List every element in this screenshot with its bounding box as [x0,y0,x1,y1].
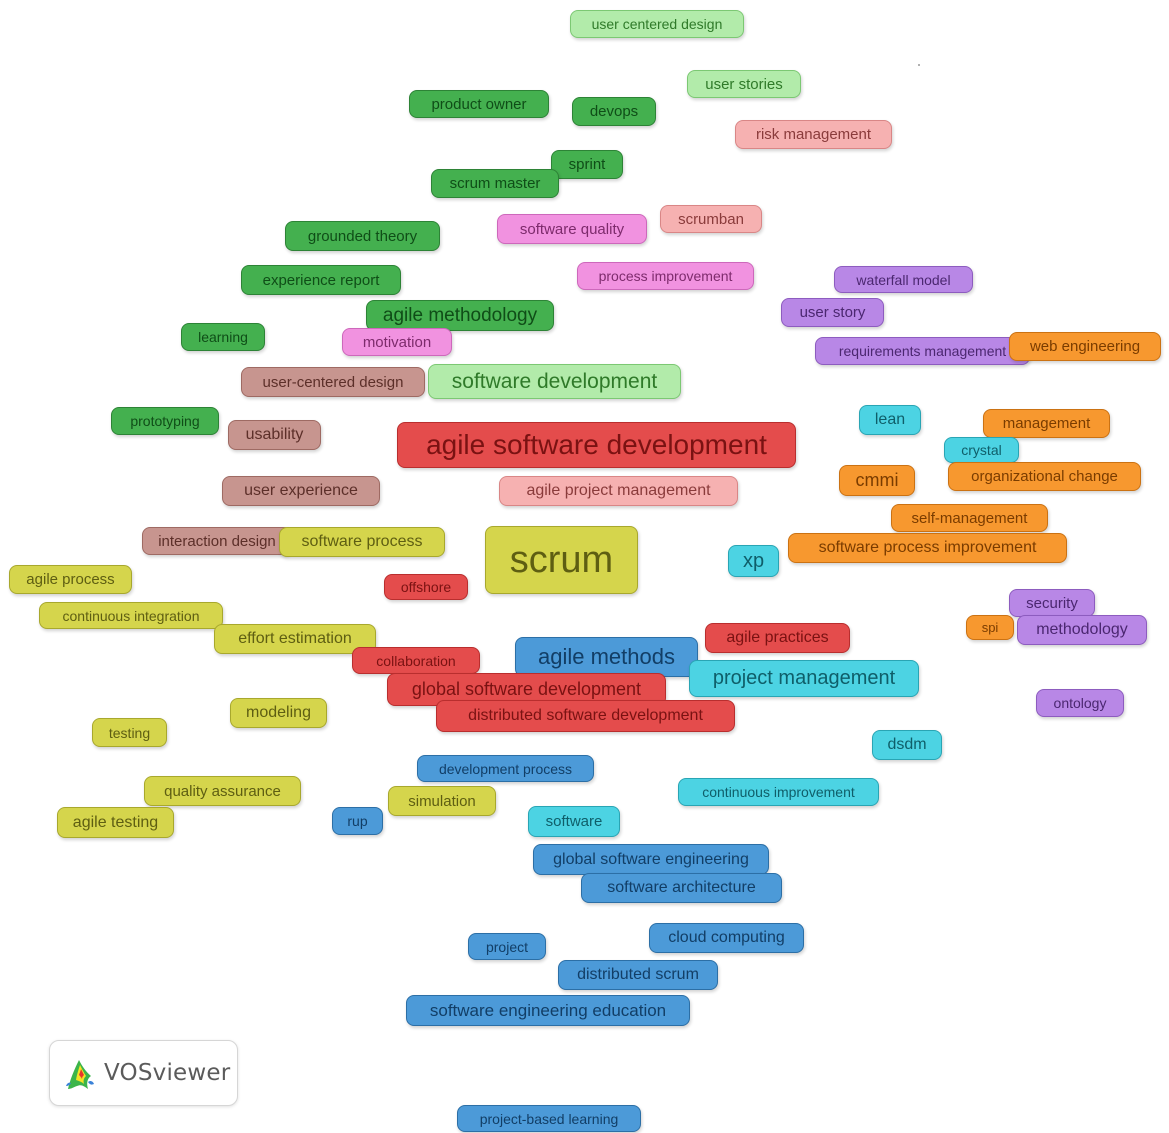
keyword-label-distributed-software-development[interactable]: distributed software development [436,700,735,732]
keyword-label-security[interactable]: security [1009,589,1095,617]
keyword-label-testing[interactable]: testing [92,718,167,747]
keyword-label-methodology[interactable]: methodology [1017,615,1147,645]
keyword-label-spi[interactable]: spi [966,615,1014,640]
keyword-label-sprint[interactable]: sprint [551,150,623,179]
keyword-label-development-process[interactable]: development process [417,755,594,782]
keyword-label-software-development[interactable]: software development [428,364,681,399]
keyword-label-user-stories[interactable]: user stories [687,70,801,98]
keyword-label-waterfall-model[interactable]: waterfall model [834,266,973,293]
keyword-label-user-centered-design[interactable]: user centered design [570,10,744,38]
keyword-label-experience-report[interactable]: experience report [241,265,401,295]
keyword-label-scrum-master[interactable]: scrum master [431,169,559,198]
keyword-label-lean[interactable]: lean [859,405,921,435]
keyword-label-continuous-improvement[interactable]: continuous improvement [678,778,879,806]
keyword-label-requirements-management[interactable]: requirements management [815,337,1030,365]
keyword-label-agile-methods[interactable]: agile methods [515,637,698,677]
keyword-label-software-process[interactable]: software process [279,527,445,557]
vosviewer-logo-icon [66,1060,94,1089]
keyword-label-agile-project-management[interactable]: agile project management [499,476,738,506]
keyword-label-scrum[interactable]: scrum [485,526,638,594]
keyword-label-cloud-computing[interactable]: cloud computing [649,923,804,953]
keyword-label-rup[interactable]: rup [332,807,383,835]
stray-dot [918,64,920,66]
keyword-label-simulation[interactable]: simulation [388,786,496,816]
keyword-label-agile-methodology[interactable]: agile methodology [366,300,554,331]
keyword-label-agile-testing[interactable]: agile testing [57,807,174,838]
vosviewer-logo-badge: VOSviewer [49,1040,238,1106]
keyword-label-user-story[interactable]: user story [781,298,884,327]
keyword-label-software-process-improvement[interactable]: software process improvement [788,533,1067,563]
keyword-label-software-quality[interactable]: software quality [497,214,647,244]
keyword-label-agile-process[interactable]: agile process [9,565,132,594]
keyword-label-software-architecture[interactable]: software architecture [581,873,782,903]
keyword-label-agile-software-development[interactable]: agile software development [397,422,796,468]
keyword-label-management[interactable]: management [983,409,1110,438]
keyword-label-interaction-design[interactable]: interaction design [142,527,292,555]
keyword-label-distributed-scrum[interactable]: distributed scrum [558,960,718,990]
keyword-label-grounded-theory[interactable]: grounded theory [285,221,440,251]
keyword-label-software[interactable]: software [528,806,620,837]
keyword-label-risk-management[interactable]: risk management [735,120,892,149]
keyword-label-learning[interactable]: learning [181,323,265,351]
keyword-label-xp[interactable]: xp [728,545,779,577]
keyword-label-web-engineering[interactable]: web engineering [1009,332,1161,361]
keyword-label-crystal[interactable]: crystal [944,437,1019,463]
keyword-label-organizational-change[interactable]: organizational change [948,462,1141,491]
keyword-label-scrumban[interactable]: scrumban [660,205,762,233]
keyword-label-dsdm[interactable]: dsdm [872,730,942,760]
keyword-label-devops[interactable]: devops [572,97,656,126]
keyword-label-collaboration[interactable]: collaboration [352,647,480,674]
keyword-label-effort-estimation[interactable]: effort estimation [214,624,376,654]
keyword-label-usability[interactable]: usability [228,420,321,450]
keyword-label-cmmi[interactable]: cmmi [839,465,915,496]
keyword-label-motivation[interactable]: motivation [342,328,452,356]
keyword-label-project-management[interactable]: project management [689,660,919,697]
keyword-label-agile-practices[interactable]: agile practices [705,623,850,653]
keyword-label-ontology[interactable]: ontology [1036,689,1124,717]
keyword-label-software-engineering-education[interactable]: software engineering education [406,995,690,1026]
keyword-label-process-improvement[interactable]: process improvement [577,262,754,290]
keyword-label-project-based-learning[interactable]: project-based learning [457,1105,641,1132]
keyword-label-quality-assurance[interactable]: quality assurance [144,776,301,806]
keyword-label-product-owner[interactable]: product owner [409,90,549,118]
vosviewer-logo-text: VOSviewer [104,1060,231,1086]
keyword-label-global-software-engineering[interactable]: global software engineering [533,844,769,875]
keyword-label-modeling[interactable]: modeling [230,698,327,728]
keyword-label-self-management[interactable]: self-management [891,504,1048,532]
keyword-label-user-centered-design[interactable]: user-centered design [241,367,425,397]
keyword-label-user-experience[interactable]: user experience [222,476,380,506]
keyword-label-project[interactable]: project [468,933,546,960]
keyword-label-offshore[interactable]: offshore [384,574,468,600]
keyword-label-continuous-integration[interactable]: continuous integration [39,602,223,629]
keyword-label-prototyping[interactable]: prototyping [111,407,219,435]
